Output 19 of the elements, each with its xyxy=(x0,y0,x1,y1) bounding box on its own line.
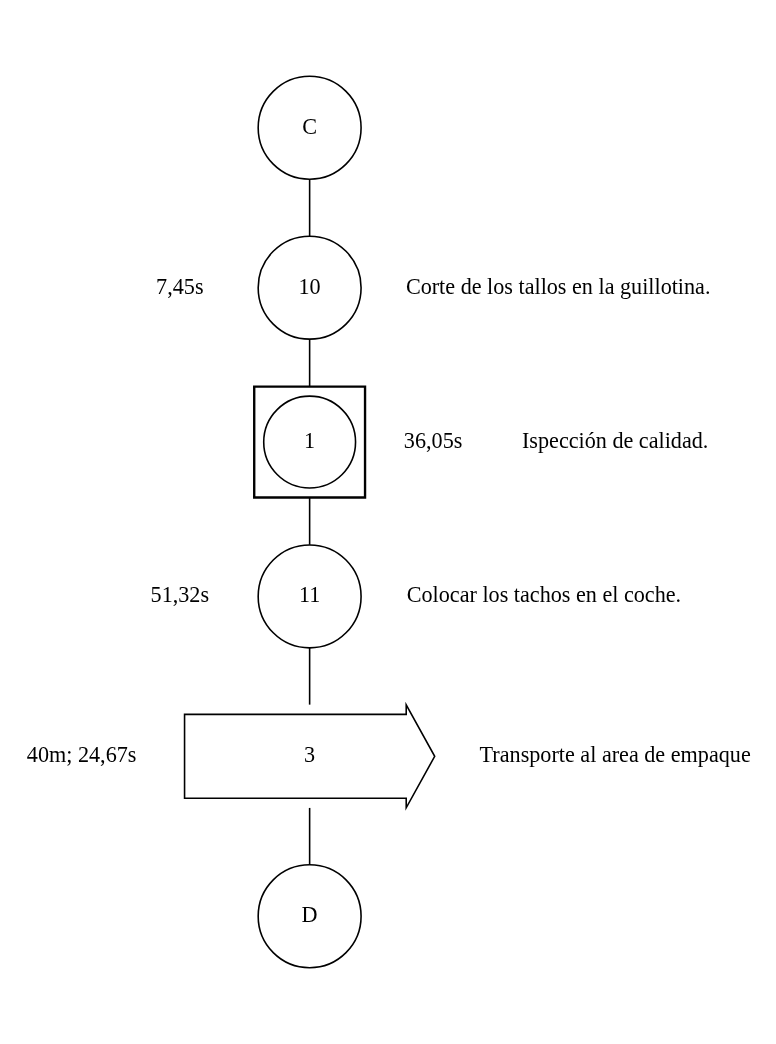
node-circle: 10 xyxy=(257,235,362,340)
node-label: Corte de los tallos en la guillotina. xyxy=(405,273,711,299)
node-label: 36,05s xyxy=(403,427,463,453)
connector xyxy=(308,647,311,706)
node-circle: D xyxy=(257,863,362,969)
node-label: 40m; 24,67s xyxy=(26,742,137,768)
node-circle: 1 xyxy=(262,395,357,489)
node-circle: 11 xyxy=(257,544,362,649)
connector xyxy=(308,178,311,237)
node-label: Ispección de calidad. xyxy=(521,427,709,453)
node-label: 7,45s xyxy=(156,273,204,299)
node-label: 51,32s xyxy=(150,582,210,608)
node-label: Transporte al area de empaque xyxy=(479,742,751,768)
connector xyxy=(308,496,311,546)
connector xyxy=(308,807,311,866)
node-circle: C xyxy=(257,75,362,181)
cluster xyxy=(253,385,367,499)
connector xyxy=(308,338,311,388)
node-label: Colocar los tachos en el coche. xyxy=(406,582,682,608)
